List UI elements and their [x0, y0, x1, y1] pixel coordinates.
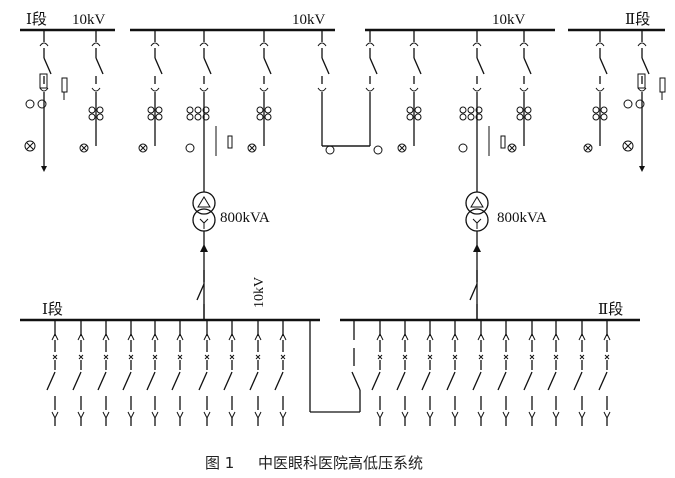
hv-feeder-6	[317, 30, 370, 155]
transformer-1-rating: 800kVA	[220, 210, 270, 226]
hv-feeder-4	[185, 30, 233, 156]
lv-feeder-10	[274, 320, 287, 426]
lv-feeder-5	[146, 320, 159, 426]
lv-feeder-20	[598, 320, 611, 426]
lv-feeder-1	[46, 320, 59, 426]
lv-feeder-2	[72, 320, 85, 426]
lv-left-section-label: Ⅰ段	[42, 301, 63, 318]
transformer-2-rating: 800kVA	[497, 210, 547, 226]
lv-feeder-11	[371, 320, 384, 426]
lv-bus-tie	[309, 320, 361, 413]
hv-left-section-label: Ⅰ段	[26, 11, 47, 28]
lv-feeder-19	[573, 320, 586, 426]
figure-title: 中医眼科医院高低压系统	[258, 454, 423, 472]
lv-incoming-2	[469, 270, 478, 320]
hv-feeder-5	[247, 30, 272, 153]
hv-feeder-12	[622, 30, 666, 172]
lv-incoming-1	[196, 270, 205, 320]
figure-number: 图 1	[205, 454, 234, 472]
hv-feeder-2	[79, 30, 104, 153]
hv-left-voltage-label: 10kV	[72, 12, 106, 28]
transformer-1	[192, 150, 216, 320]
lv-feeder-18	[547, 320, 560, 426]
hv-mid-voltage-label: 10kV	[292, 12, 326, 28]
lv-feeder-15	[472, 320, 485, 426]
hv-feeder-11	[583, 30, 608, 153]
hv-feeder-1	[24, 30, 68, 172]
hv-feeder-10	[507, 30, 532, 153]
lv-feeder-12	[396, 320, 409, 426]
lv-feeder-9	[249, 320, 262, 426]
hv-feeder-9	[458, 30, 506, 156]
lv-feeder-group	[46, 270, 611, 426]
lv-feeder-16	[497, 320, 510, 426]
transformer-2	[465, 150, 489, 320]
hv-right-voltage-label: 10kV	[492, 12, 526, 28]
lv-feeder-14	[446, 320, 459, 426]
hv-feeder-group	[24, 30, 666, 172]
lv-feeder-3	[97, 320, 110, 426]
lv-feeder-17	[523, 320, 536, 426]
lv-feeder-8	[223, 320, 236, 426]
lv-right-section-label: Ⅱ段	[598, 301, 623, 318]
lv-feeder-7	[198, 320, 211, 426]
lv-feeder-4	[122, 320, 135, 426]
lv-feeder-13	[421, 320, 434, 426]
hv-right-section-label: Ⅱ段	[625, 11, 650, 28]
lv-feeder-6	[171, 320, 184, 426]
lv-voltage-label: 10kV	[252, 277, 267, 308]
hv-feeder-7	[322, 30, 383, 155]
hv-feeder-3	[138, 30, 163, 153]
hv-feeder-8	[397, 30, 422, 153]
